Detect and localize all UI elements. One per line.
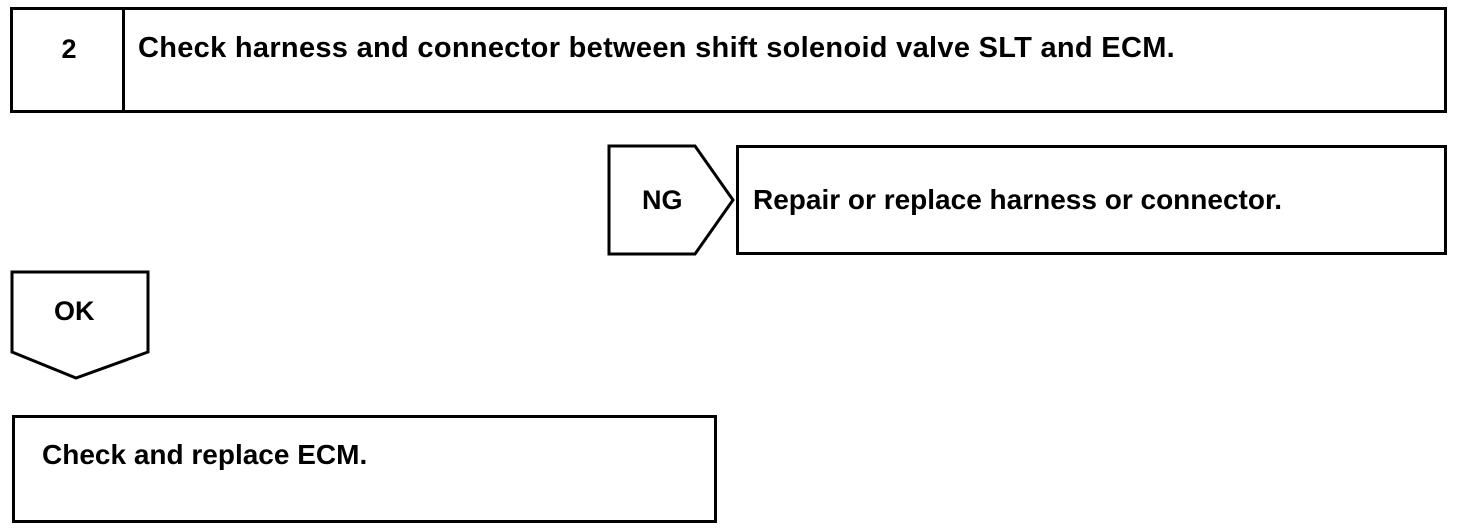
ng-action-text: Repair or replace harness or connector. xyxy=(753,184,1283,215)
step-number: 2 xyxy=(61,34,77,64)
ok-label: OK xyxy=(54,296,95,326)
final-step-box: Check and replace ECM. xyxy=(12,415,717,523)
ok-arrow-tag xyxy=(10,270,150,380)
step-number-cell: 2 xyxy=(13,10,125,110)
step-box: 2 Check harness and connector between sh… xyxy=(10,7,1447,113)
ng-action-box: Repair or replace harness or connector. xyxy=(736,145,1447,255)
ng-label: NG xyxy=(642,185,683,215)
final-step-text: Check and replace ECM. xyxy=(42,439,368,470)
ng-arrow-tag xyxy=(607,144,735,256)
step-description: Check harness and connector between shif… xyxy=(138,32,1176,64)
